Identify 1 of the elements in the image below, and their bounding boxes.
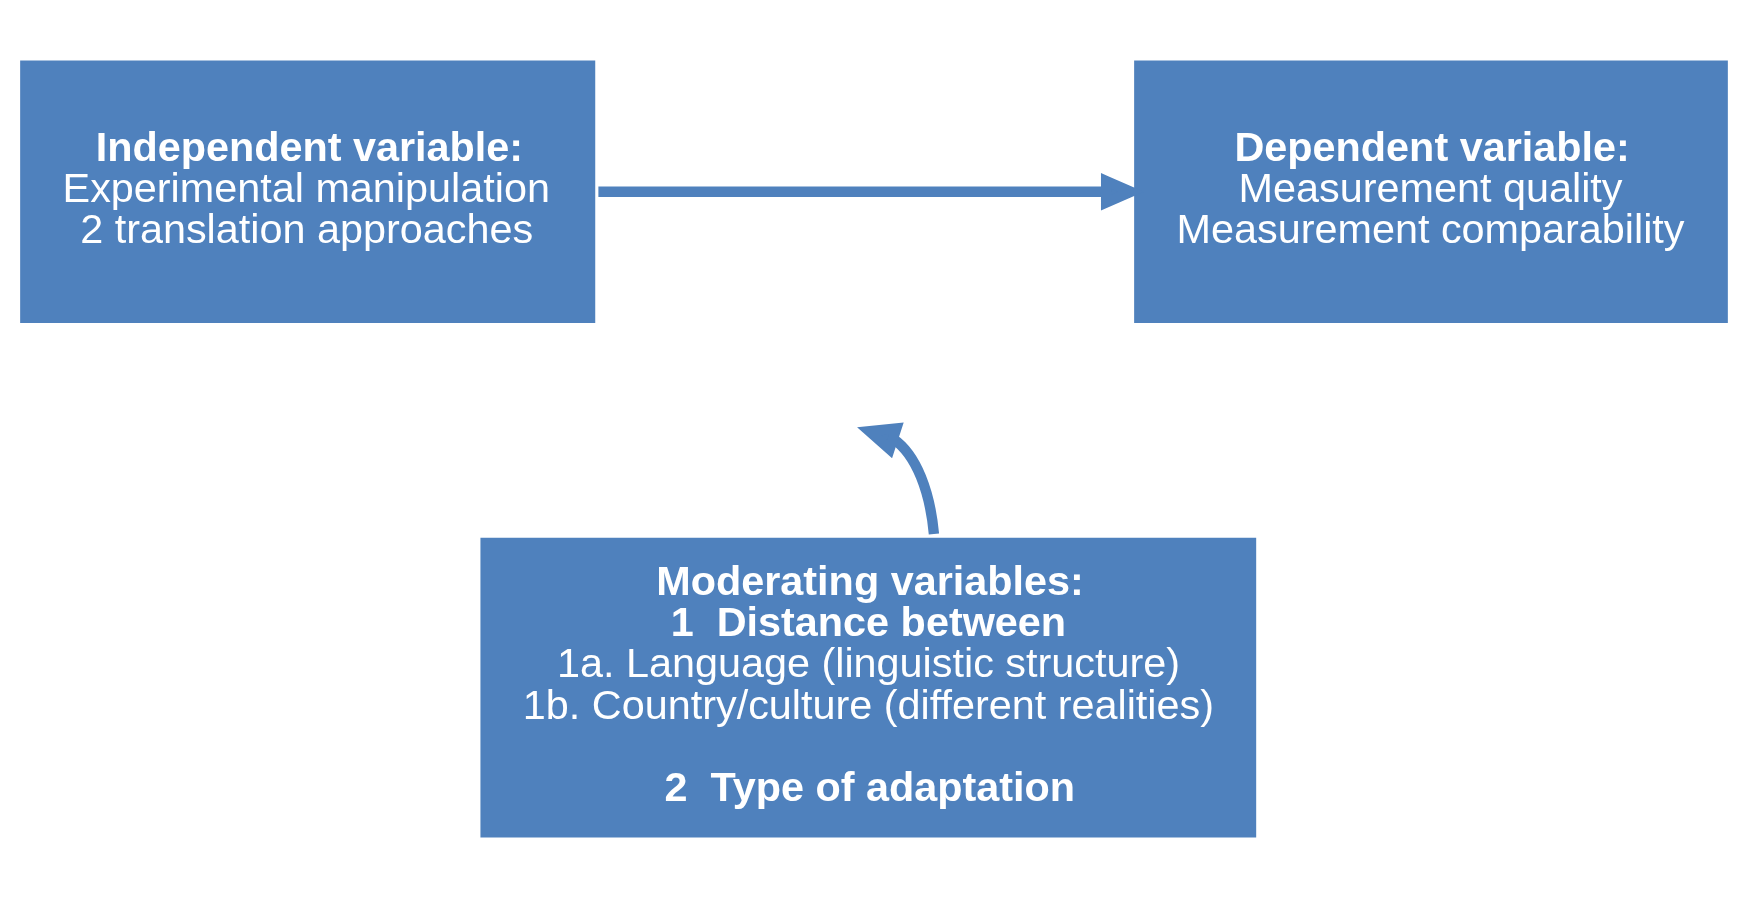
arrow [857, 422, 940, 535]
